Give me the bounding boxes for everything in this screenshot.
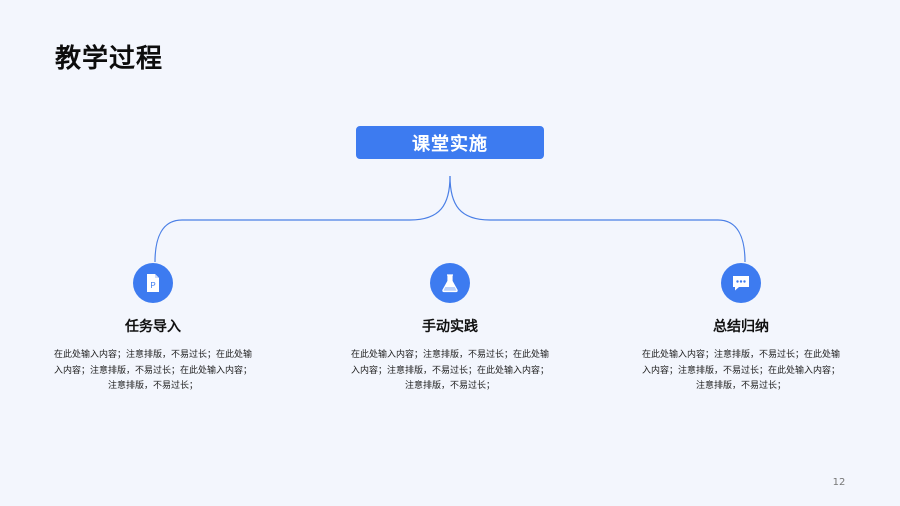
connector-right — [449, 175, 746, 263]
node-desc-3: 在此处输入内容；注意排版，不易过长；在此处输入内容；注意排版，不易过长；在此处输… — [641, 350, 840, 391]
document-p-icon: P — [133, 263, 173, 303]
node-title-3: 总结归纳 — [713, 319, 769, 335]
flask-icon — [430, 263, 470, 303]
chat-bubble-icon — [721, 263, 761, 303]
node-desc-2: 在此处输入内容；注意排版，不易过长；在此处输入内容；注意排版，不易过长；在此处输… — [350, 350, 549, 391]
node-desc-1: 在此处输入内容；注意排版，不易过长；在此处输入内容；注意排版，不易过长；在此处输… — [53, 350, 252, 391]
slide-title: 教学过程 — [55, 44, 164, 74]
page-number: 12 — [832, 477, 846, 488]
node-title-2: 手动实践 — [422, 319, 478, 335]
connector-left — [154, 175, 451, 263]
root-node-label: 课堂实施 — [412, 133, 488, 155]
svg-text:P: P — [150, 281, 155, 290]
root-node: 课堂实施 — [356, 126, 544, 159]
node-title-1: 任务导入 — [125, 319, 181, 335]
